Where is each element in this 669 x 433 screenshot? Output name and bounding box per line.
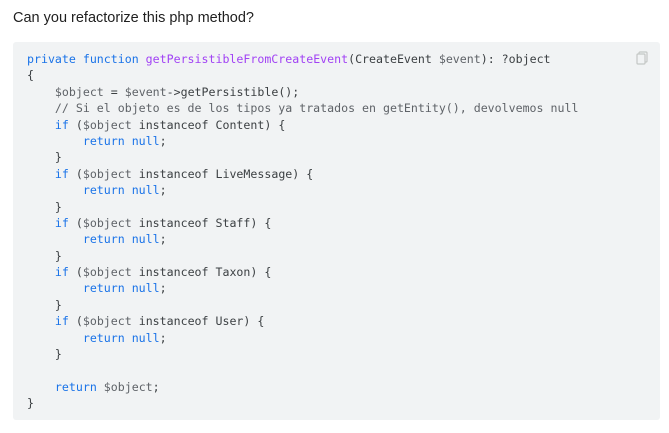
- code-token: private function: [27, 52, 146, 66]
- code-line: if ($object instanceof Content) {: [27, 117, 578, 133]
- code-line: return null;: [27, 133, 578, 149]
- code-token: $event: [124, 84, 167, 99]
- code-token: getPersistibleFromCreateEvent: [145, 52, 349, 66]
- code-token: (: [68, 314, 83, 329]
- code-token: // Si el objeto es de los tipos ya trata…: [27, 101, 579, 116]
- code-text: private function getPersistibleFromCreat…: [27, 51, 578, 412]
- code-token: ;: [159, 232, 167, 247]
- code-token: ): ?object: [480, 52, 551, 66]
- code-token: (: [68, 215, 83, 230]
- code-line: }: [27, 149, 578, 165]
- code-token: }: [27, 199, 62, 214]
- code-token: }: [27, 297, 62, 312]
- code-token: [27, 216, 55, 230]
- code-token: [27, 380, 55, 394]
- code-token: if: [54, 215, 69, 230]
- code-token: }: [27, 150, 62, 165]
- code-token: $object: [82, 117, 132, 132]
- code-line: return null;: [27, 280, 578, 296]
- code-token: (: [68, 117, 83, 132]
- code-token: }: [27, 396, 34, 411]
- code-token: return null: [82, 330, 160, 345]
- code-token: if: [54, 166, 69, 181]
- code-token: instanceof User) {: [131, 314, 265, 329]
- code-token: ;: [159, 330, 167, 345]
- code-line: $object = $event->getPersistible();: [27, 84, 578, 100]
- code-token: $event: [438, 52, 481, 66]
- code-token: return null: [82, 133, 160, 148]
- code-line: return null;: [27, 231, 578, 247]
- code-token: [27, 134, 83, 148]
- code-line: if ($object instanceof Staff) {: [27, 215, 578, 231]
- code-token: instanceof Taxon) {: [131, 265, 272, 280]
- code-token: return null: [82, 183, 160, 198]
- code-token: $object: [82, 215, 132, 230]
- code-token: [27, 85, 55, 99]
- code-line: {: [27, 67, 578, 83]
- code-token: if: [54, 314, 69, 329]
- code-token: instanceof LiveMessage) {: [131, 166, 314, 181]
- code-token: }: [27, 248, 62, 263]
- code-block: private function getPersistibleFromCreat…: [13, 42, 660, 420]
- code-line: return null;: [27, 330, 578, 346]
- code-line: }: [27, 346, 578, 362]
- code-token: [27, 265, 55, 279]
- code-token: $object: [82, 265, 132, 280]
- code-line: if ($object instanceof User) {: [27, 313, 578, 329]
- code-line: if ($object instanceof Taxon) {: [27, 264, 578, 280]
- code-token: [27, 331, 83, 345]
- code-line: }: [27, 248, 578, 264]
- code-line: }: [27, 199, 578, 215]
- code-token: =: [103, 84, 125, 99]
- code-token: [27, 281, 83, 295]
- code-line: }: [27, 395, 578, 411]
- code-token: $object: [82, 166, 132, 181]
- code-token: ->getPersistible();: [166, 84, 300, 99]
- copy-code-button[interactable]: [634, 50, 650, 66]
- code-token: [27, 167, 55, 181]
- code-token: [97, 380, 104, 394]
- code-token: instanceof Content) {: [131, 117, 286, 132]
- copy-icon: [636, 51, 648, 65]
- code-token: ;: [159, 133, 167, 148]
- code-token: instanceof Staff) {: [131, 215, 272, 230]
- code-line: // Si el objeto es de los tipos ya trata…: [27, 100, 579, 116]
- code-token: if: [54, 265, 69, 280]
- code-line: private function getPersistibleFromCreat…: [27, 51, 578, 67]
- code-token: [27, 314, 55, 328]
- user-question: Can you refactorize this php method?: [13, 10, 254, 26]
- code-token: return: [54, 379, 97, 394]
- code-token: (: [68, 166, 83, 181]
- code-token: if: [54, 117, 69, 132]
- code-line: return $object;: [27, 379, 578, 395]
- code-token: ;: [152, 379, 160, 394]
- code-token: (CreateEvent: [348, 52, 439, 66]
- code-token: [27, 183, 83, 197]
- code-token: }: [27, 347, 62, 362]
- code-token: ;: [159, 183, 167, 198]
- code-line: [27, 362, 578, 378]
- code-token: $object: [82, 314, 132, 329]
- code-token: (: [68, 265, 83, 280]
- code-token: return null: [82, 281, 160, 296]
- code-token: return null: [82, 232, 160, 247]
- code-line: return null;: [27, 182, 578, 198]
- code-token: [27, 118, 55, 132]
- code-token: [27, 232, 83, 246]
- code-token: ;: [159, 281, 167, 296]
- code-token: {: [27, 68, 34, 83]
- code-line: }: [27, 297, 578, 313]
- code-token: $object: [103, 379, 153, 394]
- code-line: if ($object instanceof LiveMessage) {: [27, 166, 578, 182]
- code-token: $object: [54, 84, 104, 99]
